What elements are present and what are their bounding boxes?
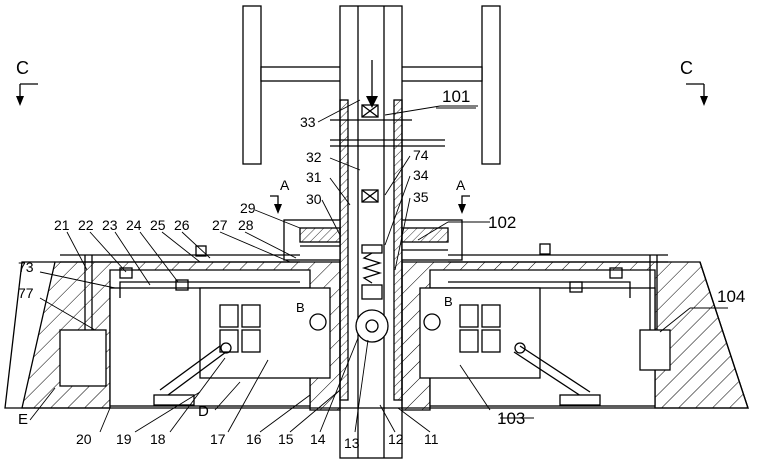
label-29: 29 bbox=[240, 200, 256, 216]
label-27: 27 bbox=[212, 217, 228, 233]
label-14: 14 bbox=[310, 431, 326, 447]
top-tray bbox=[283, 219, 463, 261]
label-b-right: B bbox=[444, 294, 453, 309]
label-22: 22 bbox=[78, 217, 94, 233]
section-a-right: A bbox=[456, 177, 466, 193]
arrow-33 bbox=[366, 60, 378, 108]
label-35: 35 bbox=[413, 189, 429, 205]
label-20: 20 bbox=[76, 431, 92, 447]
label-103: 103 bbox=[497, 409, 525, 428]
label-74: 74 bbox=[413, 147, 429, 163]
label-28: 28 bbox=[238, 217, 254, 233]
label-32: 32 bbox=[306, 149, 322, 165]
label-d: D bbox=[198, 403, 209, 420]
label-11: 11 bbox=[424, 431, 439, 447]
section-mark-lines bbox=[16, 83, 708, 214]
label-31: 31 bbox=[306, 169, 322, 185]
label-17: 17 bbox=[210, 431, 226, 447]
label-101: 101 bbox=[442, 87, 470, 106]
label-73: 73 bbox=[18, 259, 34, 275]
labels: C C A A 101 102 103 104 33 32 31 30 29 7… bbox=[16, 58, 745, 451]
label-15: 15 bbox=[278, 431, 294, 447]
label-24: 24 bbox=[126, 217, 142, 233]
leader-lines bbox=[29, 99, 728, 433]
label-26: 26 bbox=[174, 217, 190, 233]
label-12: 12 bbox=[388, 431, 404, 447]
label-21: 21 bbox=[54, 217, 70, 233]
label-30: 30 bbox=[306, 191, 322, 207]
label-23: 23 bbox=[102, 217, 118, 233]
label-e: E bbox=[18, 411, 28, 428]
label-33: 33 bbox=[300, 114, 316, 130]
label-19: 19 bbox=[116, 431, 132, 447]
label-34: 34 bbox=[413, 167, 429, 183]
label-102: 102 bbox=[488, 213, 516, 232]
section-c-right: C bbox=[680, 58, 693, 78]
top-rail bbox=[60, 243, 668, 330]
label-b-left: B bbox=[296, 300, 305, 315]
section-c-left: C bbox=[16, 58, 29, 78]
label-77: 77 bbox=[18, 285, 34, 301]
mechanism-right bbox=[419, 287, 601, 406]
label-25: 25 bbox=[150, 217, 166, 233]
label-104: 104 bbox=[717, 287, 745, 306]
section-a-left: A bbox=[280, 177, 290, 193]
label-13: 13 bbox=[344, 435, 360, 451]
label-16: 16 bbox=[246, 431, 262, 447]
label-18: 18 bbox=[150, 431, 166, 447]
